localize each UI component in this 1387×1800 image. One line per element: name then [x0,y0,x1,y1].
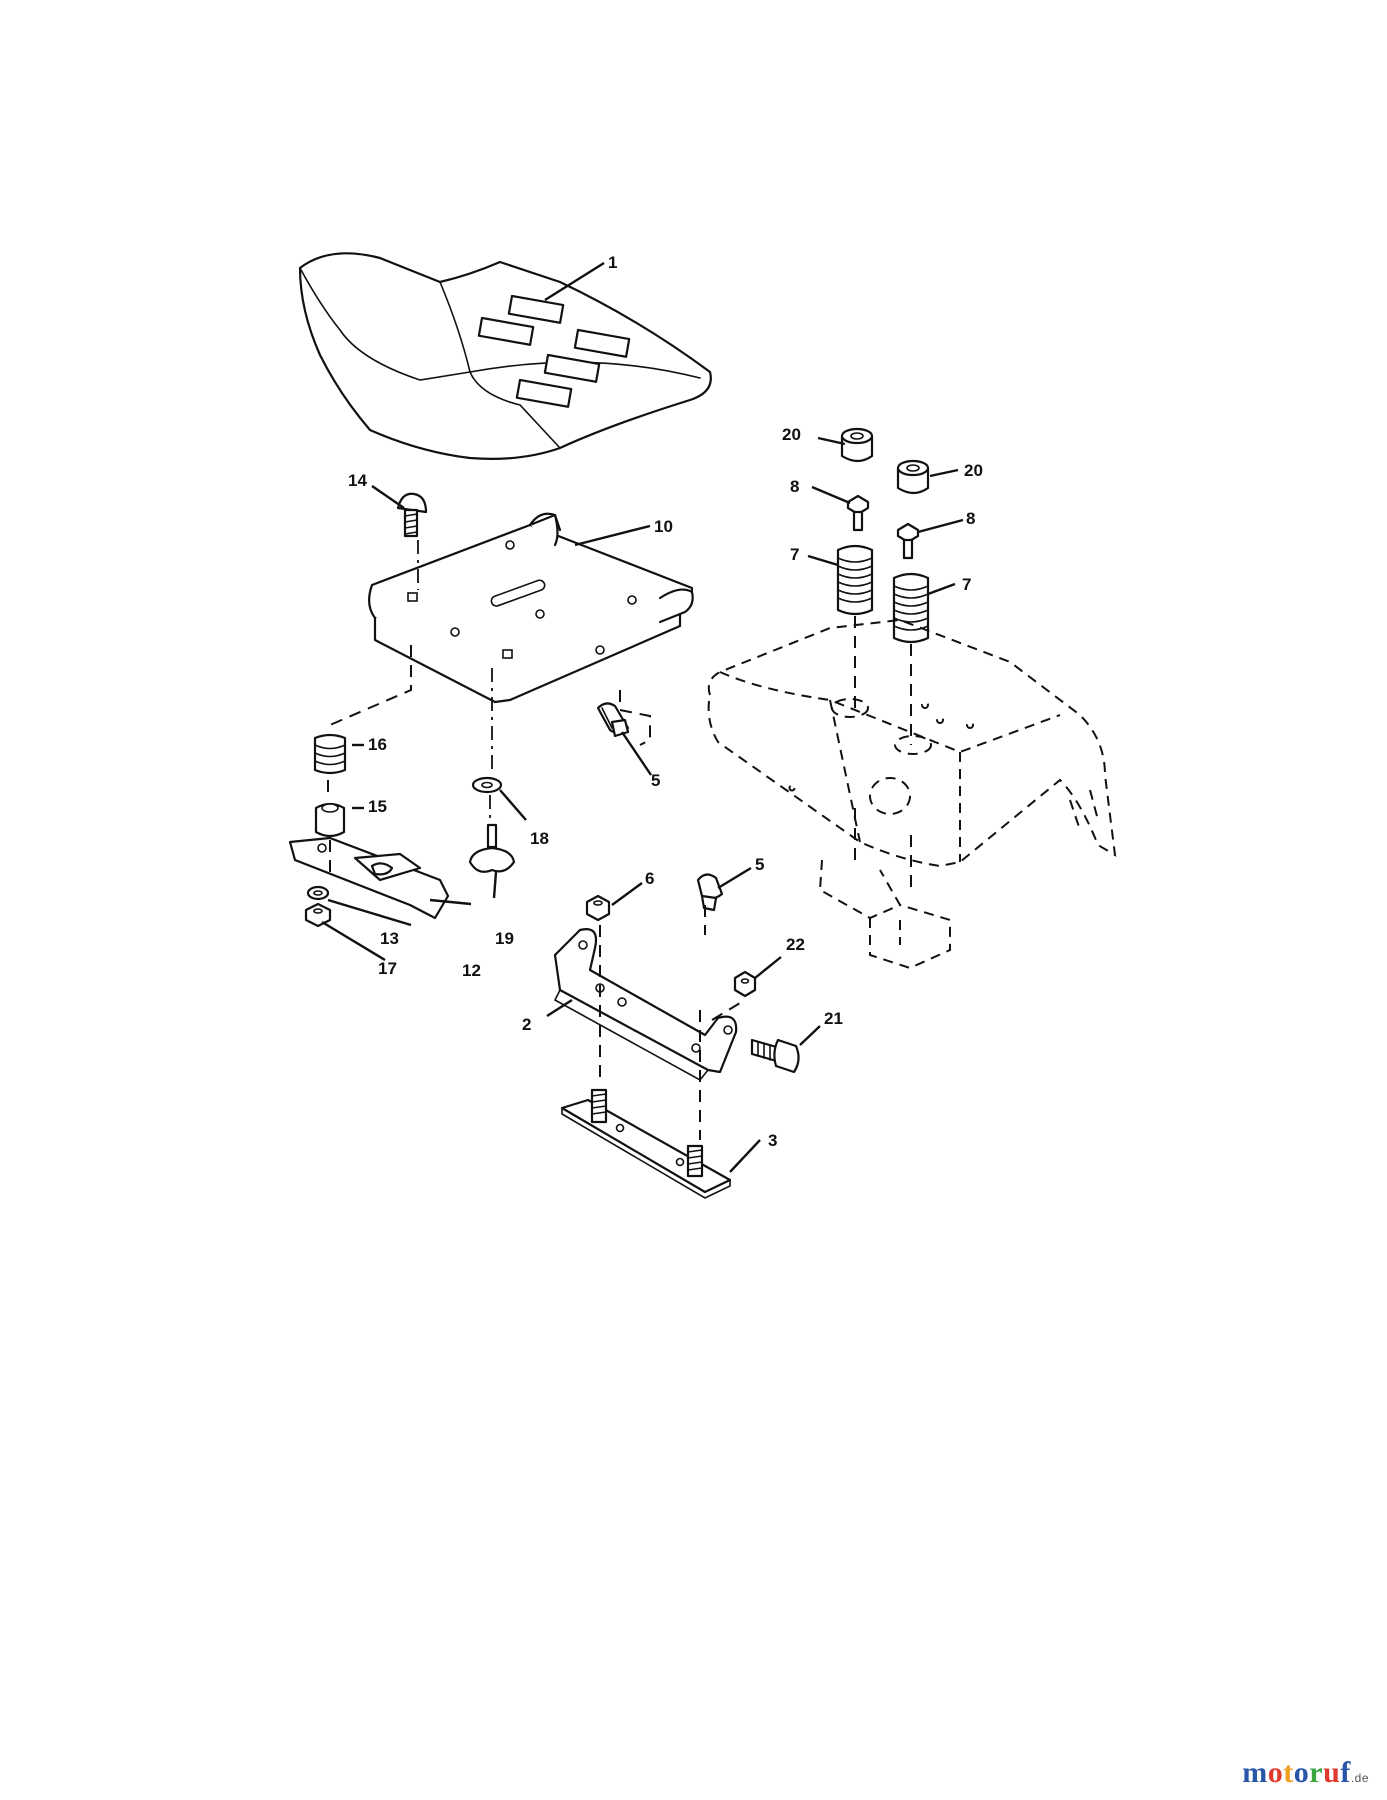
callout-2: 2 [522,1015,531,1034]
callout-10: 10 [654,517,673,536]
callout-18: 18 [530,829,549,848]
shoulder-bolt [750,1038,800,1074]
callout-21: 21 [824,1009,843,1028]
spring-left [836,544,874,616]
callout-19: 19 [495,929,514,948]
callout-3: 3 [768,1131,777,1150]
callout-20-right: 20 [964,461,983,480]
watermark-letter: o [1293,1756,1310,1789]
seat-ribs [477,294,631,408]
watermark-letter: t [1283,1756,1294,1789]
callouts: 1 14 10 16 15 18 19 13 17 12 5 6 5 22 2 … [348,253,983,1150]
carriage-bolt [396,492,428,538]
callout-8-right: 8 [966,509,975,528]
callout-16: 16 [368,735,387,754]
base-stud-left [590,1088,608,1124]
callout-5-upper: 5 [651,771,660,790]
callout-7-left: 7 [790,545,799,564]
watermark-letter: o [1267,1756,1284,1789]
callout-5-lower: 5 [755,855,764,874]
flange-bolt-right [896,522,920,560]
clip-lower [696,873,724,912]
seat-pan [368,512,694,704]
watermark-letter: m [1242,1756,1268,1789]
watermark-word: motoruf [1242,1756,1351,1789]
spacer-left [840,427,874,463]
flat-washer [471,776,503,794]
leader-lines [321,261,964,1173]
base-stud-right [686,1144,704,1178]
callout-8-left: 8 [790,477,799,496]
adjustment-knob [468,823,516,873]
base-plate [560,1098,732,1199]
callout-14: 14 [348,471,367,490]
watermark-suffix: .de [1350,1771,1369,1785]
spring-right [892,572,930,644]
callout-17: 17 [378,959,397,978]
seat-bracket [553,928,738,1082]
callout-22: 22 [786,935,805,954]
clip-upper [596,702,630,738]
flange-bolt-left [846,494,870,532]
callout-1: 1 [608,253,617,272]
callout-20-left: 20 [782,425,801,444]
callout-7-right: 7 [962,575,971,594]
watermark-letter: r [1309,1756,1324,1789]
callout-6: 6 [645,869,654,888]
hex-nut [585,894,611,922]
spring-small [313,733,347,775]
motoruf-watermark: motoruf.de [1242,1756,1369,1790]
seat [298,252,712,460]
nut-small [304,902,332,928]
callout-12: 12 [462,961,481,980]
watermark-letter: f [1340,1756,1351,1789]
watermark-letter: u [1323,1756,1341,1789]
washer [306,885,330,901]
callout-13: 13 [380,929,399,948]
locknut [733,970,757,998]
spacer-right [896,459,930,495]
slide-plate [288,836,450,920]
callout-15: 15 [368,797,387,816]
alignment-lines [327,540,912,1140]
bushing [314,802,346,838]
